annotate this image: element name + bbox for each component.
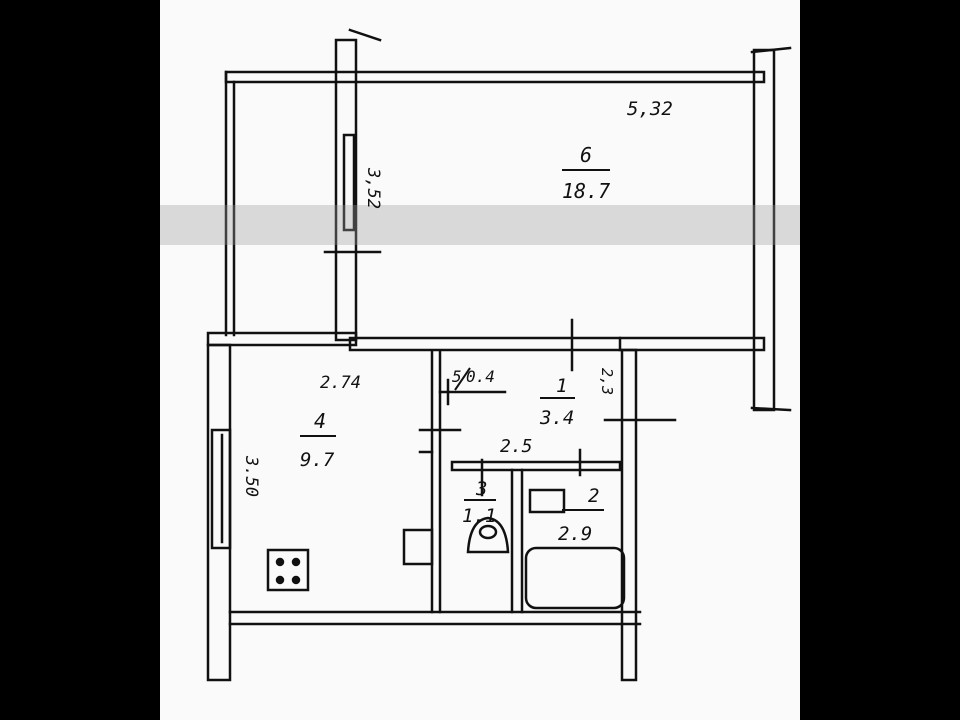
scan-noise-band bbox=[160, 205, 800, 245]
corridor-width-label: 2.5 bbox=[500, 436, 533, 457]
kitchen-walls bbox=[206, 331, 642, 682]
room6-width-label: 5,32 bbox=[627, 98, 673, 120]
room2-number: 2 bbox=[588, 485, 599, 507]
room5-area: 0.4 bbox=[466, 367, 495, 386]
room1-number: 1 bbox=[556, 375, 567, 397]
room2-area: 2.9 bbox=[558, 523, 592, 545]
room3-number: 3 bbox=[475, 478, 487, 500]
fixtures bbox=[266, 488, 626, 610]
bathroom-walls bbox=[450, 348, 677, 682]
room4-number: 4 bbox=[314, 409, 326, 433]
room6-number: 6 bbox=[580, 143, 592, 167]
room5-number: 5 bbox=[452, 367, 462, 386]
room6-depth-label: 3,52 bbox=[363, 167, 383, 209]
room1-area: 3.4 bbox=[539, 407, 574, 429]
partition-wall-main bbox=[348, 318, 766, 372]
door-marks bbox=[418, 378, 507, 454]
kitchen-width-label: 2.74 bbox=[320, 373, 361, 393]
room-6-walls bbox=[224, 28, 792, 412]
scanned-sheet bbox=[160, 0, 800, 720]
room6-area: 18.7 bbox=[562, 179, 610, 203]
hall-depth-label: 2,3 bbox=[598, 368, 616, 395]
kitchen-depth-label: 3.50 bbox=[241, 455, 261, 497]
room4-area: 9.7 bbox=[300, 449, 335, 471]
room3-area: 1.1 bbox=[462, 505, 496, 527]
